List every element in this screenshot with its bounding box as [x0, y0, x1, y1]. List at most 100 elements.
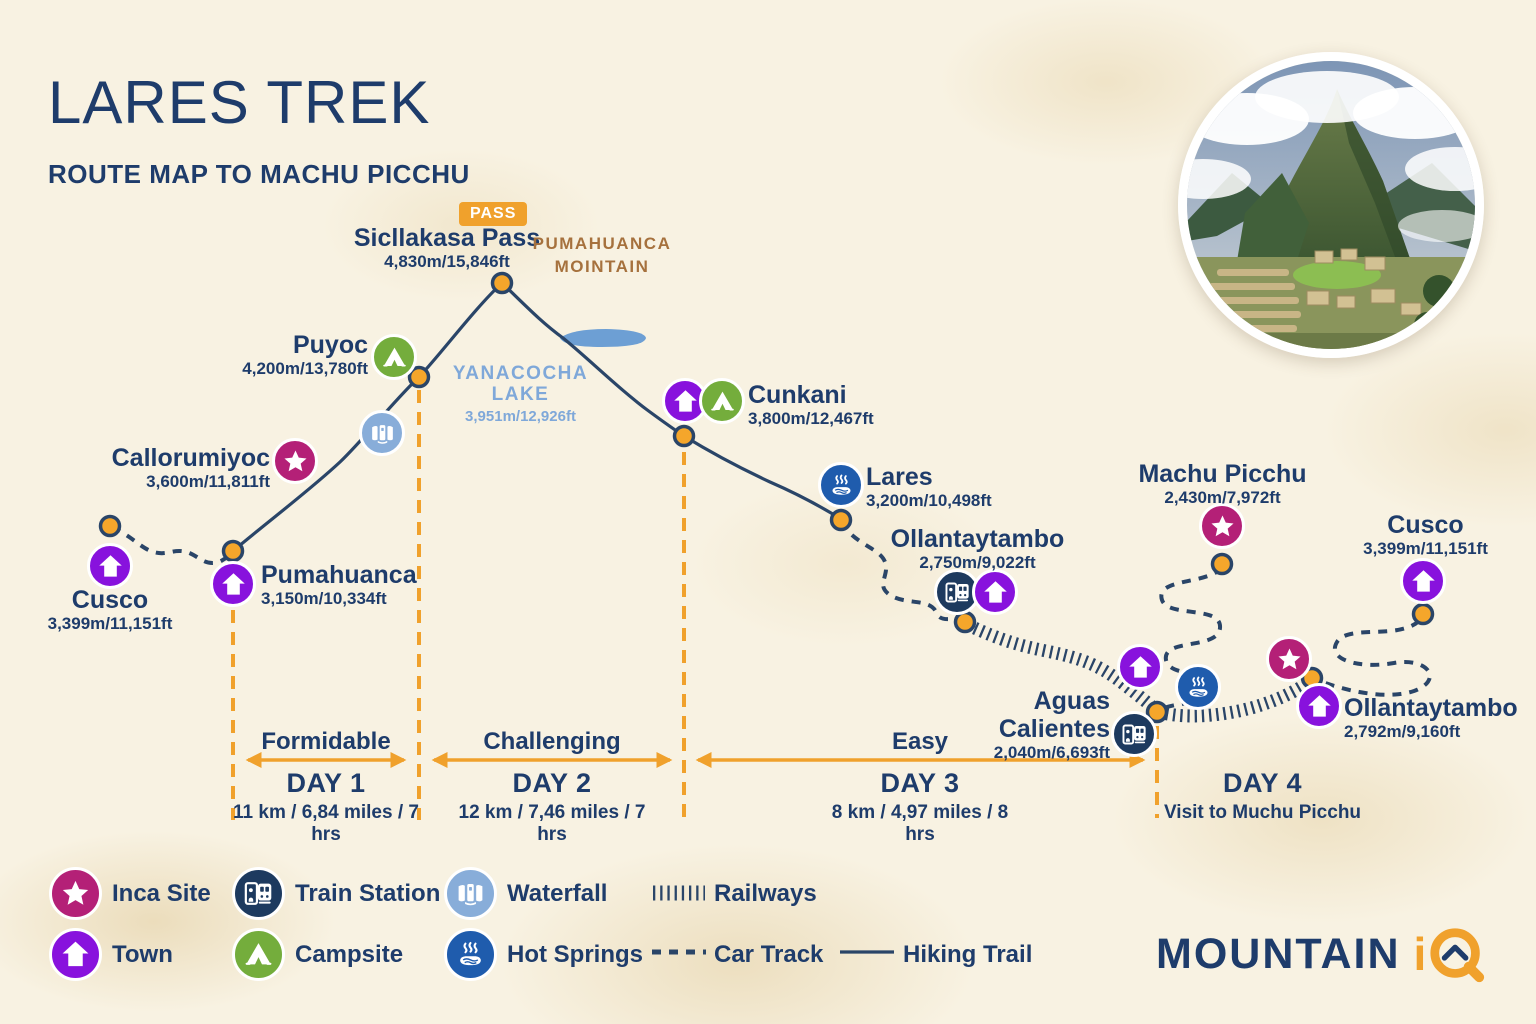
waypoint-label-cusco-end: Cusco 3,399m/11,151ft [1333, 511, 1518, 558]
waypoint-label-cunkani: Cunkani 3,800m/12,467ft [748, 381, 948, 428]
legend-label-waterfall: Waterfall [507, 880, 608, 907]
waypoint-label-ollantaytambo-1: Ollantaytambo 2,750m/9,022ft [885, 525, 1070, 572]
waypoint-elevation: 3,150m/10,334ft [261, 589, 387, 608]
waypoint-elevation: 4,830m/15,846ft [384, 252, 510, 271]
legend-label-car-track: Car Track [714, 941, 824, 968]
town-icon [662, 378, 708, 424]
waypoint-elevation: 2,430m/7,972ft [1164, 488, 1281, 507]
machu-picchu-photo-illustration [1187, 61, 1475, 349]
waypoint-name: Sicllakasa Pass [353, 224, 541, 252]
pass-badge: PASS [459, 202, 528, 226]
legend-label-hiking-trail: Hiking Trail [903, 941, 1033, 968]
logo-q-icon [1430, 928, 1485, 983]
mountain-label-line2: MOINTAIN [554, 256, 650, 276]
waypoint-elevation: 4,200m/13,780ft [242, 359, 368, 378]
yanacocha-lake-shape [560, 329, 646, 347]
campsite-icon [699, 378, 745, 424]
town-icon [87, 543, 133, 589]
logo-brand-text: MOUNTAIN [1156, 929, 1401, 978]
hot-springs-icon [1175, 664, 1221, 710]
day-2-section: Challenging DAY 2 12 km / 7,46 miles / 7… [452, 728, 652, 846]
legend-label-railways: Railways [714, 880, 817, 907]
train-station-icon [232, 867, 285, 920]
day-detail: 11 km / 6,84 miles / 7 hrs [233, 802, 419, 845]
hot-springs-icon [818, 462, 864, 508]
day-detail: 8 km / 4,97 miles / 8 hrs [831, 802, 1009, 845]
mountain-iq-logo: MOUNTAIN i [1156, 922, 1488, 986]
town-icon [49, 928, 102, 981]
waypoint-label-ollantaytambo-2: Ollantaytambo 2,792m/9,160ft [1344, 694, 1534, 741]
waypoint-elevation: 3,600m/11,811ft [146, 472, 270, 491]
waypoint-elevation: 2,792m/9,160ft [1344, 722, 1461, 741]
town-icon [1400, 558, 1446, 604]
legend-label-train-station: Train Station [295, 880, 441, 907]
logo-i-text: i [1413, 928, 1427, 980]
inca-site-icon [1199, 503, 1245, 549]
day-title: DAY 4 [1222, 768, 1303, 798]
waypoint-name: Cusco [1387, 511, 1464, 539]
waypoint-elevation: 3,399m/11,151ft [47, 614, 173, 633]
town-icon [972, 569, 1018, 615]
day-difficulty: Challenging [483, 728, 621, 755]
page-subtitle: ROUTE MAP TO MACHU PICCHU [48, 159, 470, 189]
lake-elevation: 3,951m/12,926ft [465, 407, 576, 425]
yanacocha-lake-label: YANACOCHA LAKE 3,951m/12,926ft [428, 363, 613, 425]
waypoint-elevation: 2,750m/9,022ft [919, 553, 1036, 572]
mountain-label-line1: PUMAHUANCA [532, 234, 672, 253]
waterfall-icon [444, 867, 497, 920]
day-title: DAY 3 [880, 768, 960, 798]
waypoint-name: Pumahuanca [261, 561, 417, 589]
waypoint-label-cusco-start: Cusco 3,399m/11,151ft [30, 586, 190, 633]
waypoint-label-aguas-calientes: Aguas Calientes 2,040m/6,693ft [920, 687, 1110, 762]
day-title: DAY 1 [286, 768, 366, 798]
campsite-icon [371, 334, 417, 380]
legend-label-hot-springs: Hot Springs [507, 941, 643, 968]
day-detail: Visit to Muchu Picchu [1163, 802, 1362, 823]
legend-label-town: Town [112, 941, 173, 968]
railways-symbol [653, 885, 705, 901]
town-icon [1296, 683, 1342, 729]
waypoint-name: Ollantaytambo [890, 525, 1065, 553]
inca-site-icon [49, 867, 102, 920]
day-detail: 12 km / 7,46 miles / 7 hrs [458, 802, 646, 845]
town-icon [1117, 644, 1163, 690]
campsite-icon [232, 928, 285, 981]
waypoint-name: Ollantaytambo [1344, 694, 1518, 722]
waypoint-label-sicllakasa-pass: Sicllakasa Pass 4,830m/15,846ft [352, 224, 542, 271]
waypoint-name: Machu Picchu [1138, 460, 1307, 488]
day-3-section: Easy DAY 3 8 km / 4,97 miles / 8 hrs [820, 728, 1020, 846]
machu-picchu-photo [1178, 52, 1484, 358]
waypoint-label-puyoc: Puyoc 4,200m/13,780ft [188, 331, 368, 378]
waypoint-name: Cunkani [748, 381, 847, 409]
waypoint-elevation: 3,399m/11,151ft [1363, 539, 1488, 558]
page-title: LARES TREK [48, 69, 431, 136]
waypoint-label-callorumiyoc: Callorumiyoc 3,600m/11,811ft [88, 444, 270, 491]
waypoint-name: Cusco [71, 586, 149, 614]
town-icon [210, 561, 256, 607]
waypoint-name: Lares [866, 463, 933, 491]
lake-name: YANACOCHA LAKE [452, 363, 589, 406]
inca-site-icon [272, 438, 318, 484]
inca-site-icon [1266, 636, 1312, 682]
waypoint-name: Puyoc [292, 331, 368, 359]
pumahuanca-mountain-label: PUMAHUANCA MOINTAIN [528, 233, 676, 279]
waypoint-name: Callorumiyoc [111, 444, 270, 472]
header: LARES TREK ROUTE MAP TO MACHU PICCHU [48, 68, 470, 190]
waypoint-name: Aguas Calientes [998, 687, 1110, 743]
day-difficulty: Formidable [261, 728, 391, 755]
waypoint-elevation: 3,800m/12,467ft [748, 409, 874, 428]
hiking-trail-symbol [840, 950, 894, 954]
legend-label-campsite: Campsite [295, 941, 404, 968]
hot-springs-icon [444, 928, 497, 981]
waypoint-label-machu-picchu: Machu Picchu 2,430m/7,972ft [1130, 460, 1315, 507]
waypoint-label-lares: Lares 3,200m/10,498ft [866, 463, 1066, 510]
waypoint-elevation: 3,200m/10,498ft [866, 491, 992, 510]
day-difficulty: Easy [891, 728, 949, 755]
day-4-section: DAY 4 Visit to Muchu Picchu [1150, 768, 1375, 824]
legend-label-inca-site: Inca Site [112, 880, 211, 907]
waterfall-icon [359, 410, 405, 456]
day-title: DAY 2 [512, 768, 592, 798]
car-track-symbol [652, 949, 706, 955]
waypoint-elevation: 2,040m/6,693ft [993, 743, 1110, 762]
